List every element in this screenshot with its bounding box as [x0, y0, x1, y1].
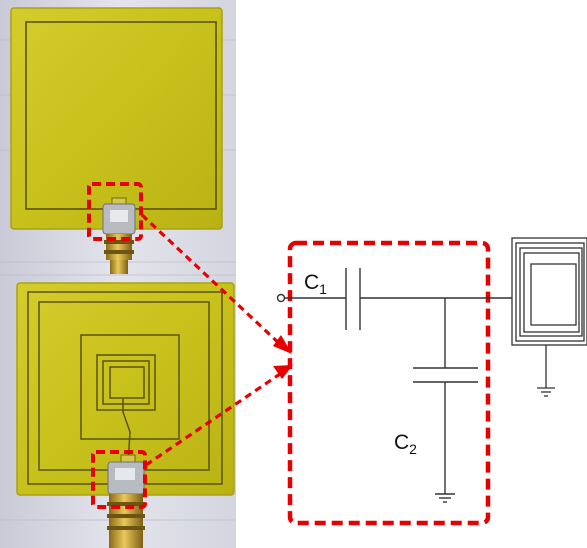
- spiral-antenna-symbol: [511, 237, 587, 397]
- antenna-photo: [0, 0, 236, 548]
- antenna-ground-symbol: [537, 387, 555, 397]
- arrowhead-top: [273, 335, 292, 354]
- input-terminal: [276, 293, 286, 303]
- top-pcb-board: [10, 7, 223, 230]
- matching-network-box: [287, 240, 491, 526]
- c2-label-subscript: 2: [409, 441, 417, 457]
- bottom-feed-highlight-box: [91, 450, 147, 509]
- c2-label-letter: C: [394, 431, 409, 454]
- c1-label: C1: [304, 271, 327, 297]
- c2-ground-symbol: [435, 493, 455, 503]
- bottom-sma-connector: [107, 461, 145, 548]
- c2-label: C2: [394, 431, 417, 457]
- top-feed-highlight-box: [87, 182, 143, 241]
- c1-label-subscript: 1: [319, 281, 327, 297]
- circuit-schematic: [276, 268, 512, 503]
- c1-label-letter: C: [304, 271, 319, 294]
- arrow-from-top-feed: [140, 213, 284, 348]
- arrow-from-bottom-feed: [145, 372, 281, 467]
